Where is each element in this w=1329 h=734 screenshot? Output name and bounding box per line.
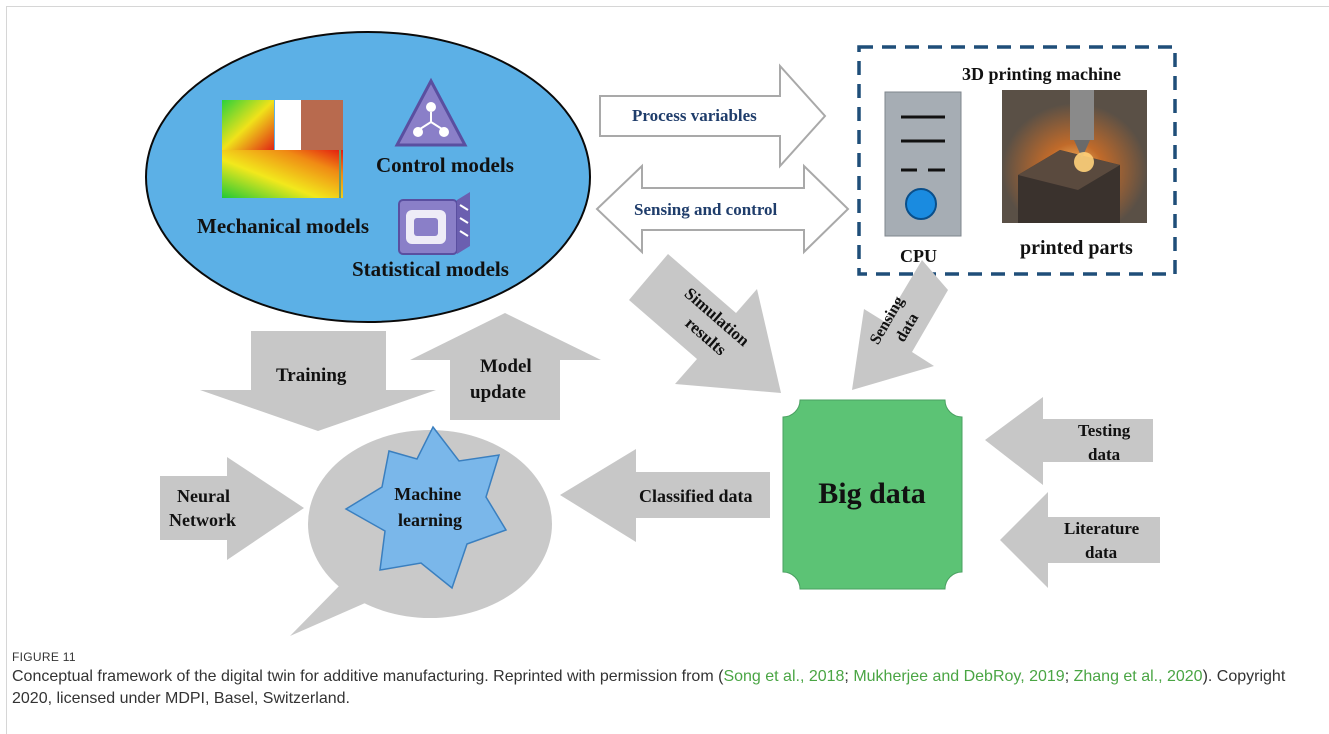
training-label: Training <box>276 365 347 386</box>
model-update-line-1: Model <box>480 356 532 377</box>
statistical-models-label: Statistical models <box>352 257 509 281</box>
big-data-block <box>782 399 963 590</box>
caption-sep-1: ; <box>844 668 854 685</box>
statistical-models-icon <box>398 192 470 255</box>
cpu-icon <box>884 91 962 237</box>
caption-text: Conceptual framework of the digital twin… <box>12 666 1312 710</box>
control-models-label: Control models <box>376 153 514 177</box>
caption-text-2: ). Copyright 2020, licensed under MDPI, … <box>12 668 1286 707</box>
cpu-label: CPU <box>900 246 937 266</box>
printing-machine-box <box>857 45 1177 276</box>
neural-network-arrow <box>160 457 304 560</box>
model-update-line-2: update <box>470 382 526 403</box>
classified-data-arrow <box>560 449 770 542</box>
training-arrow <box>200 331 436 431</box>
literature-data-line-1: Literature <box>1064 519 1140 538</box>
model-update-label: Model update <box>470 356 536 403</box>
citation-link-song[interactable]: Song et al., 2018 <box>723 668 845 685</box>
citation-link-zhang[interactable]: Zhang et al., 2020 <box>1073 668 1203 685</box>
machine-learning-line-1: Machine <box>394 484 461 504</box>
testing-data-arrow <box>985 397 1153 485</box>
testing-data-line-2: data <box>1088 445 1121 464</box>
mechanical-models-label: Mechanical models <box>197 214 369 238</box>
process-variables-arrow <box>599 63 827 169</box>
citation-link-mukherjee[interactable]: Mukherjee and DebRoy, 2019 <box>853 668 1065 685</box>
testing-data-line-1: Testing <box>1078 421 1131 440</box>
process-variables-label: Process variables <box>632 106 757 125</box>
literature-data-arrow <box>1000 492 1160 588</box>
mechanical-model-image <box>222 100 343 198</box>
classified-data-label: Classified data <box>639 486 753 506</box>
machine-learning-line-2: learning <box>398 510 462 530</box>
model-update-arrow <box>410 313 601 420</box>
figure-frame <box>6 6 1329 734</box>
neural-network-label: Neural Network <box>169 486 236 530</box>
printing-machine-title: 3D printing machine <box>962 64 1121 84</box>
sensing-control-label: Sensing and control <box>634 200 778 219</box>
neural-network-line-1: Neural <box>177 486 230 506</box>
machine-learning-star <box>344 425 508 590</box>
simulation-results-arrow <box>629 254 781 393</box>
sensing-data-arrow <box>852 260 948 390</box>
testing-data-label: Testing data <box>1078 421 1135 464</box>
literature-data-line-2: data <box>1085 543 1118 562</box>
figure-caption: FIGURE 11 Conceptual framework of the di… <box>12 650 1312 710</box>
caption-text-1: Conceptual framework of the digital twin… <box>12 668 724 685</box>
caption-sep-2: ; <box>1064 668 1074 685</box>
neural-network-line-2: Network <box>169 510 236 530</box>
figure-label: FIGURE 11 <box>12 650 76 664</box>
digital-twin-diagram: Control models Mechanical models Statist… <box>145 31 1177 636</box>
big-data-label: Big data <box>818 477 926 510</box>
literature-data-label: Literature data <box>1064 519 1143 562</box>
control-models-icon <box>394 77 468 147</box>
printed-parts-label: printed parts <box>1020 237 1133 259</box>
sensing-control-arrow <box>595 163 850 255</box>
printed-parts-photo <box>1002 90 1147 223</box>
machine-learning-label: Machine learning <box>394 484 466 530</box>
